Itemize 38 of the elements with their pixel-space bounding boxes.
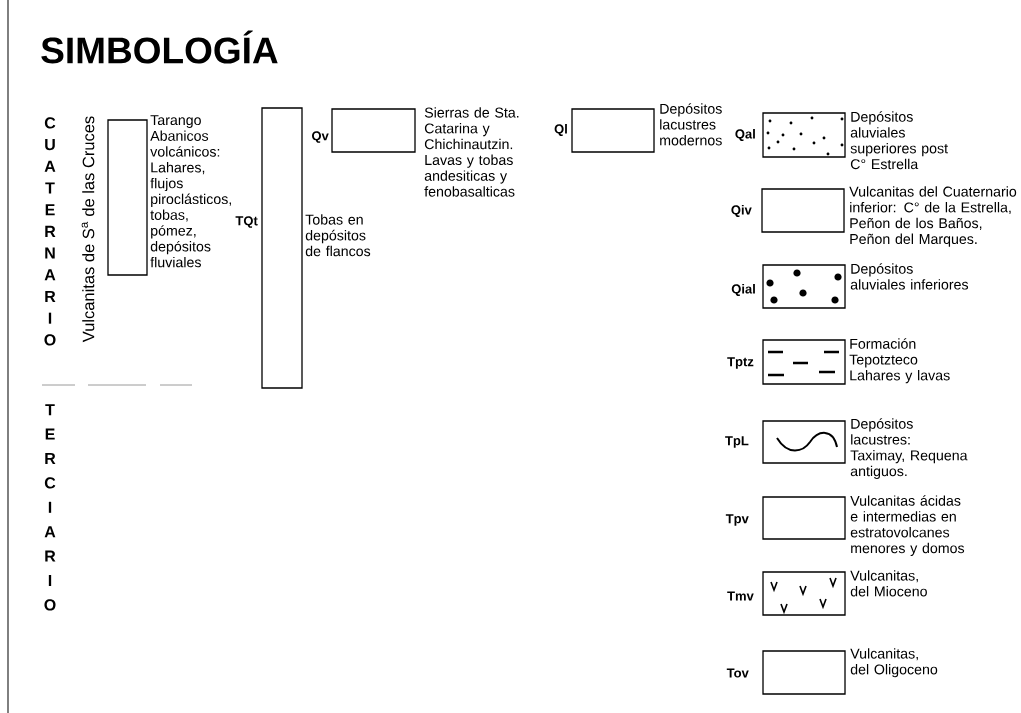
period-label: CUATERNARIO (44, 117, 56, 346)
legend-swatch (762, 339, 846, 385)
unit-code: Ql (554, 124, 567, 136)
unit-description: Sierras de Sta. Catarina y Chichinautzin. Lavas y tobas andesiticas y fenobasalticas (424, 107, 519, 197)
unit-description: Depósitos aluviales inferiores (850, 263, 969, 290)
unit-description: Depósitos lacustres modernos (660, 103, 722, 146)
legend-swatch (571, 108, 655, 153)
legend-swatch (762, 420, 846, 464)
unit-description: Tarango Abanicos volcánicos: Lahares, flujos piroclásticos, tobas, pómez, depósitos fluviales (150, 115, 231, 268)
unit-description: Depósitos aluviales superiores post C° Estrella (850, 111, 948, 170)
unit-code: Tmv (727, 591, 754, 601)
unit-code: Qal (735, 129, 755, 141)
legend-swatch (762, 571, 846, 616)
unit-description: Vulcanitas, del Mioceno (850, 570, 927, 597)
unit-code: Qial (731, 284, 755, 296)
unit-code: Tov (726, 668, 749, 678)
unit-code: Qiv (731, 205, 752, 217)
legend-swatch (762, 650, 846, 695)
legend-swatch (762, 496, 846, 540)
legend-swatch (762, 264, 846, 309)
unit-code: Tptz (727, 357, 754, 369)
legend-swatch (762, 112, 846, 158)
legend-swatch (107, 119, 148, 276)
unit-description: Vulcanitas ácidas e intermedias en estratovolcanes menores y domos (850, 495, 965, 556)
legend-swatch (331, 108, 416, 153)
unit-description: Formación Tepotzteco Lahares y lavas (849, 338, 950, 384)
legend-swatch (761, 188, 845, 233)
unit-description: Vulcanitas del Cuaternario inferior: C° de la Estrella, Peñon de los Baños, Peñon del Marques. (849, 186, 1017, 247)
unit-code: Tpv (725, 514, 749, 526)
unit-code: Qv (312, 131, 329, 143)
legend-swatch (261, 107, 303, 389)
period-label: TERCIARIO (44, 404, 56, 611)
unit-description: Tobas en depósitos de flancos (305, 214, 371, 257)
title: SIMBOLOGÍA (41, 30, 278, 64)
unit-code: TpL (725, 436, 749, 448)
unit-description: Vulcanitas, del Oligoceno (850, 648, 938, 678)
unit-description: Depósitos lacustres: Taximay, Requena antiguos. (850, 418, 968, 479)
unit-code: TQt (235, 216, 258, 228)
